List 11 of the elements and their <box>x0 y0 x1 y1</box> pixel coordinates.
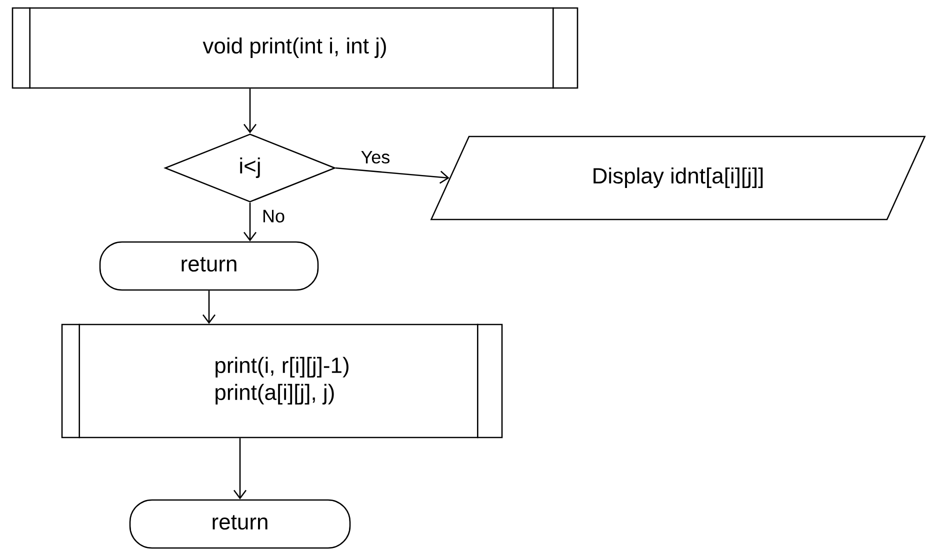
arrow <box>202 290 216 324</box>
edge-label: Yes <box>361 150 390 164</box>
terminal-box: return <box>129 499 351 549</box>
subroutine-box: print(i, r[i][j]-1) print(a[i][j], j) <box>61 324 503 438</box>
edge-label: No <box>263 210 284 222</box>
subroutine-box: void print(int i, int j) <box>12 7 578 89</box>
arrow <box>336 167 450 184</box>
arrow <box>234 438 247 500</box>
terminal-box: return <box>99 241 319 291</box>
arrow <box>243 202 257 242</box>
arrow <box>243 88 257 134</box>
